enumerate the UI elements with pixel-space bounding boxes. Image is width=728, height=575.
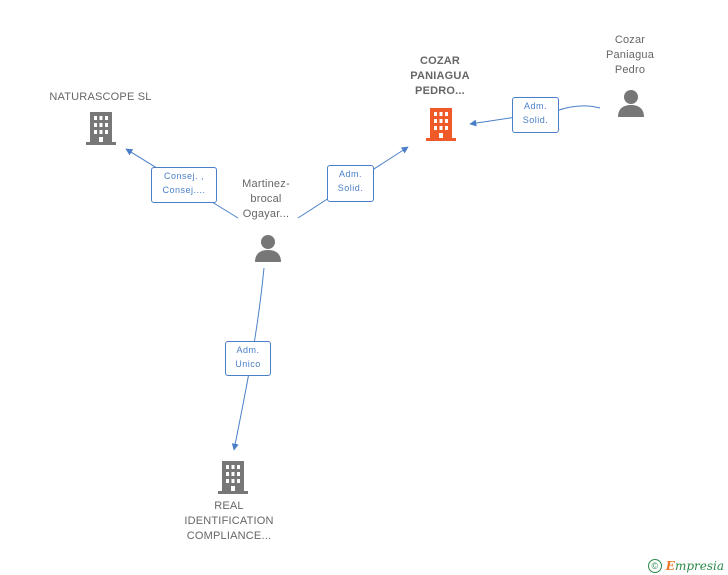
edge-label-line: Consej.... — [162, 185, 206, 195]
person-icon[interactable] — [253, 233, 283, 263]
building-icon[interactable] — [424, 106, 458, 142]
edge-label-adm-solid[interactable]: Adm. Solid. — [512, 97, 559, 133]
label-line: PEDRO... — [415, 85, 465, 97]
label-line: Ogayar... — [242, 208, 290, 220]
footer-brand: © Empresia — [647, 559, 724, 573]
edge-label-consej[interactable]: Consej. , Consej.... — [151, 167, 217, 203]
edge-label-line: Adm. — [523, 101, 547, 111]
label-line: COMPLIANCE... — [186, 530, 272, 542]
label-line: brocal — [250, 193, 282, 205]
copyright-icon: © — [647, 559, 662, 573]
node-label-real-identification[interactable]: REAL IDENTIFICATION COMPLIANCE... — [168, 499, 290, 544]
label-line: Pedro — [614, 64, 646, 76]
edge-label-line: Adm. — [338, 169, 362, 179]
label-line: COZAR — [419, 55, 461, 67]
label-line: Martinez- — [242, 178, 290, 190]
label-line: IDENTIFICATION — [184, 515, 274, 527]
label-line: PANIAGUA — [410, 70, 470, 82]
building-icon[interactable] — [84, 110, 118, 146]
edge-label-line: Adm. — [236, 345, 260, 355]
edge-label-line: Solid. — [522, 115, 549, 125]
node-label-cozar-company[interactable]: COZAR PANIAGUA PEDRO... — [385, 54, 495, 99]
person-icon[interactable] — [616, 88, 646, 118]
edge-label-adm-solid[interactable]: Adm. Solid. — [327, 165, 374, 202]
node-label-martinez[interactable]: Martinez- brocal Ogayar... — [220, 177, 312, 222]
edge-label-line: Solid. — [337, 183, 364, 193]
node-label-naturascope[interactable]: NATURASCOPE SL — [28, 90, 173, 105]
node-label-cozar-person[interactable]: Cozar Paniagua Pedro — [585, 33, 675, 78]
label-line: Paniagua — [605, 49, 655, 61]
brand-logo[interactable]: Empresia — [666, 559, 724, 573]
label-line: Cozar — [614, 34, 646, 46]
brand-initial: E — [665, 559, 675, 573]
building-icon[interactable] — [216, 459, 250, 495]
label-line: NATURASCOPE SL — [49, 91, 152, 103]
label-line: REAL — [214, 500, 244, 512]
edge-label-line: Consej. , — [163, 171, 205, 181]
brand-rest: mpresia — [674, 559, 724, 573]
edge-label-line: Unico — [235, 359, 261, 369]
edge-label-adm-unico[interactable]: Adm. Unico — [225, 341, 271, 376]
